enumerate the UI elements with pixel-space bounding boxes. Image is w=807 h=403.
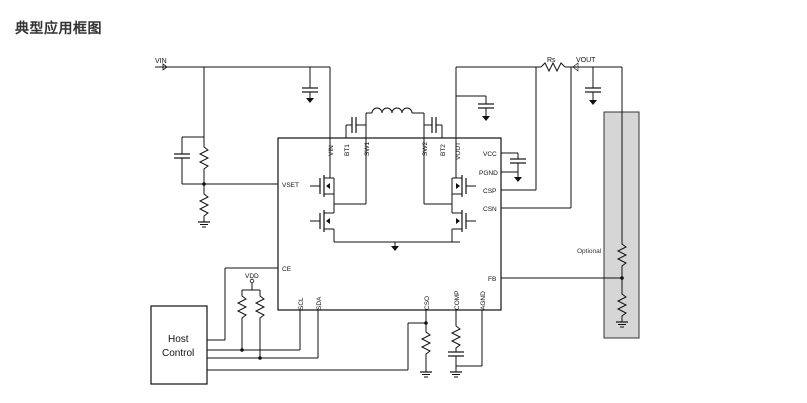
vset-network (174, 136, 278, 228)
host-control-box (150, 305, 208, 385)
vin-label: VIN (155, 58, 167, 65)
feedback-divider (501, 240, 629, 328)
i2c-pullups (207, 267, 426, 371)
pin-vcc: VCC (483, 151, 497, 158)
page-title: 典型应用框图 (15, 21, 102, 37)
host-label-line2: Control (162, 348, 194, 359)
chip-body (277, 137, 502, 311)
bootstrap-cap-2 (424, 117, 443, 138)
pin-csp: CSP (483, 188, 496, 195)
pin-vout: VOUT (455, 142, 462, 160)
pin-csn: CSN (483, 206, 497, 213)
pin-pgnd: PGND (479, 170, 498, 177)
pin-bt1: BT1 (344, 144, 351, 156)
optional-label: Optional (577, 248, 602, 255)
pin-vin: VIN (328, 145, 335, 156)
pin-comp: COMP (454, 291, 461, 311)
internal-mosfets (310, 138, 476, 251)
pin-fb: FB (488, 276, 496, 283)
host-label-line1: Host (168, 334, 189, 345)
pin-agnd: AGND (480, 291, 487, 310)
vin-net (155, 63, 331, 138)
comp-network (448, 310, 464, 378)
pin-scl: SCL (298, 297, 305, 310)
vout-net (455, 61, 623, 240)
pin-sw1: SW1 (364, 142, 371, 156)
pin-sda: SDA (316, 296, 323, 310)
pin-bt2: BT2 (440, 144, 447, 156)
pin-cso: CSO (424, 296, 431, 310)
cso-resistor (419, 310, 433, 378)
pin-ce: CE (282, 266, 292, 273)
bootstrap-cap-1 (345, 117, 366, 138)
agnd-net (456, 310, 483, 367)
vdd-label: VDD (245, 273, 259, 280)
vout-label: VOUT (576, 57, 596, 64)
vcc-cap (501, 152, 526, 182)
inductor (365, 107, 425, 138)
pin-sw2: SW2 (422, 142, 429, 156)
rs-label: Rs (547, 57, 556, 64)
pin-vset: VSET (282, 182, 299, 189)
